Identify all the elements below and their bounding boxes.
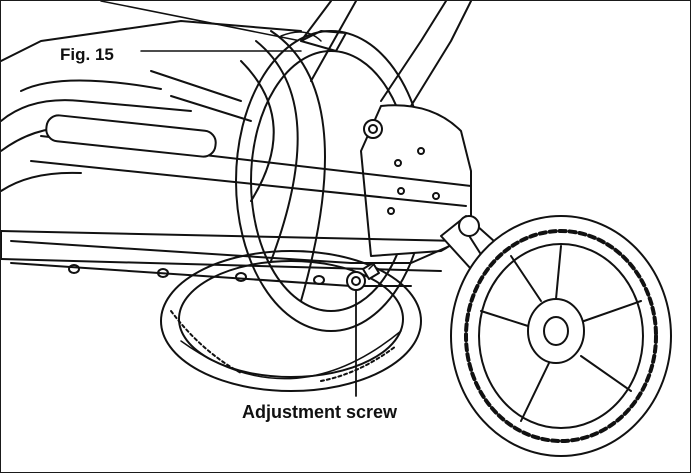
roller-housing: [1, 1, 302, 192]
handle-bars: [300, 1, 472, 107]
front-wheel: [450, 215, 672, 457]
adjustment-screw-label: Adjustment screw: [242, 402, 398, 422]
figure-label: Fig. 15: [60, 45, 114, 64]
adjustment-screw: [346, 262, 380, 397]
drive-wheel-rear: [160, 30, 422, 392]
